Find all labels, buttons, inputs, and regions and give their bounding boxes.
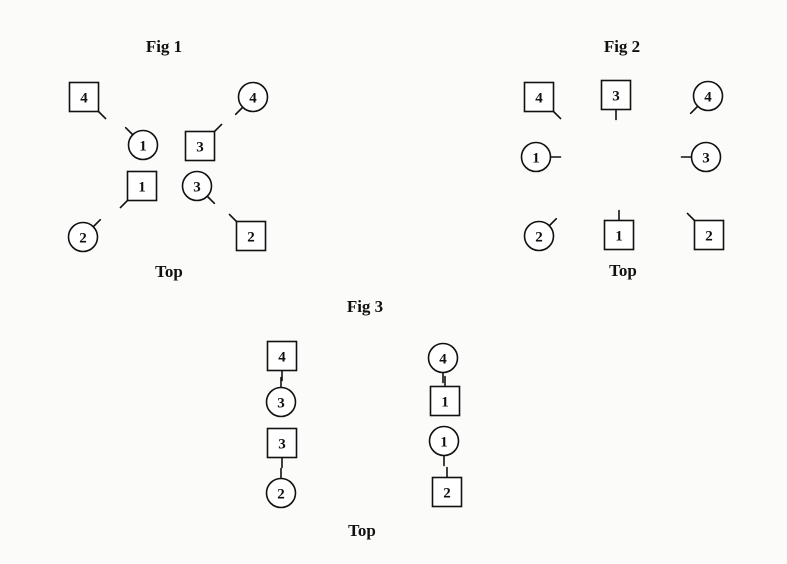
fig3-top-label: Top (348, 521, 376, 540)
orientation-tick (206, 195, 216, 205)
node-number: 1 (138, 180, 146, 196)
node-number: 4 (439, 352, 447, 368)
fig3-circle-node-2: 2 (265, 467, 297, 509)
circle-shape (265, 386, 297, 418)
fig2-square-node-3: 3 (600, 79, 632, 121)
circle-shape (67, 221, 99, 253)
orientation-tick (548, 217, 558, 227)
circle-shape (523, 220, 555, 252)
fig1-circle-node-4: 4 (234, 81, 269, 116)
square-shape (600, 79, 632, 111)
nodes-layer: 4 4 1 3 1 3 2 2 4 3 4 1 3 2 1 2 4 3 3 2 4 1 1 2 (67, 79, 725, 509)
square-shape (693, 219, 725, 251)
square-shape (266, 340, 298, 372)
orientation-tick (228, 213, 238, 223)
node-number: 4 (249, 91, 257, 107)
orientation-tick (213, 123, 223, 133)
orientation-tick (552, 110, 562, 120)
fig1-square-node-3: 3 (184, 123, 223, 162)
fig2-circle-node-3: 3 (680, 141, 722, 173)
node-number: 1 (615, 229, 623, 245)
node-number: 3 (193, 180, 201, 196)
fig3-square-node-1: 1 (429, 375, 461, 417)
node-number: 2 (247, 230, 255, 246)
node-number: 4 (278, 350, 286, 366)
fig3-circle-node-1: 1 (428, 425, 460, 467)
circle-shape (692, 80, 724, 112)
fig1-top-label: Top (155, 262, 183, 281)
square-shape (184, 130, 216, 162)
fig2-square-node-4: 4 (523, 81, 562, 120)
node-number: 2 (443, 486, 451, 502)
fig2-circle-node-1: 1 (520, 141, 562, 173)
fig3-square-node-4: 4 (266, 340, 298, 382)
fig2-title: Fig 2 (604, 37, 640, 56)
node-number: 3 (612, 89, 620, 105)
node-number: 2 (535, 230, 543, 246)
node-number: 4 (535, 91, 543, 107)
node-number: 3 (278, 437, 286, 453)
node-number: 1 (532, 151, 540, 167)
square-shape (429, 385, 461, 417)
square-shape (603, 219, 635, 251)
node-number: 3 (196, 140, 204, 156)
fig3-circle-node-3: 3 (265, 376, 297, 418)
node-number: 1 (139, 139, 147, 155)
fig1-square-node-4: 4 (68, 81, 107, 120)
orientation-tick (686, 212, 696, 222)
circle-shape (520, 141, 552, 173)
orientation-tick (234, 106, 244, 116)
square-shape (523, 81, 555, 113)
circle-shape (428, 425, 460, 457)
circle-shape (265, 477, 297, 509)
node-number: 3 (702, 151, 710, 167)
node-number: 3 (277, 396, 285, 412)
fig2-square-node-2: 2 (686, 212, 725, 251)
fig3-circle-node-4: 4 (427, 342, 459, 384)
square-shape (68, 81, 100, 113)
node-number: 4 (80, 91, 88, 107)
fig1-square-node-1: 1 (119, 170, 158, 209)
square-shape (235, 220, 267, 252)
circle-shape (127, 129, 159, 161)
fig1-title: Fig 1 (146, 37, 182, 56)
fig1-circle-node-1: 1 (124, 126, 159, 161)
orientation-tick (124, 126, 134, 136)
fig2-circle-node-2: 2 (523, 217, 558, 252)
node-number: 1 (441, 395, 449, 411)
orientation-tick (689, 105, 699, 115)
orientation-tick (92, 218, 102, 228)
square-shape (266, 427, 298, 459)
fig3-square-node-2: 2 (431, 466, 463, 508)
circle-shape (427, 342, 459, 374)
circle-shape (690, 141, 722, 173)
fig3-title: Fig 3 (347, 297, 383, 316)
fig1-circle-node-3: 3 (181, 170, 216, 205)
node-number: 2 (705, 229, 713, 245)
fig2-square-node-1: 1 (603, 209, 635, 251)
node-number: 2 (277, 487, 285, 503)
fig1-square-node-2: 2 (228, 213, 267, 252)
orientation-tick (119, 199, 129, 209)
fig2-top-label: Top (609, 261, 637, 280)
square-shape (431, 476, 463, 508)
fig3-square-node-3: 3 (266, 427, 298, 469)
orientation-tick (97, 110, 107, 120)
circle-shape (237, 81, 269, 113)
fig1-circle-node-2: 2 (67, 218, 102, 253)
square-shape (126, 170, 158, 202)
node-number: 4 (704, 90, 712, 106)
node-number: 2 (79, 231, 87, 247)
circle-shape (181, 170, 213, 202)
fig2-circle-node-4: 4 (689, 80, 724, 115)
node-number: 1 (440, 435, 448, 451)
